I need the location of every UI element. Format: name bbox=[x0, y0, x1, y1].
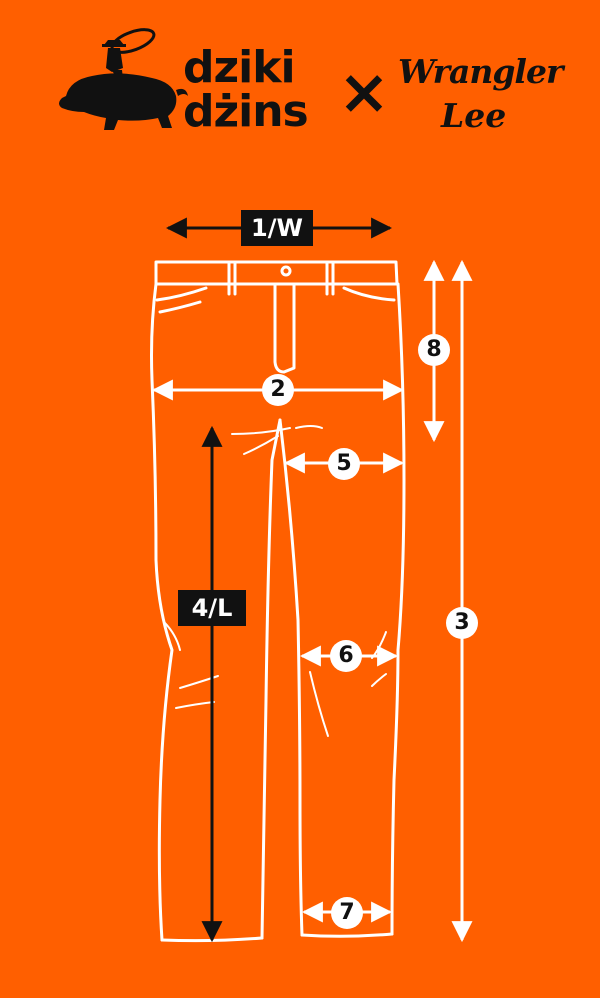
hip-label: 2 bbox=[262, 374, 294, 406]
brand-name-line1: dziki bbox=[183, 42, 296, 93]
rise-label: 8 bbox=[418, 334, 450, 366]
inseam-label: 4/L bbox=[178, 590, 246, 626]
hem-label: 7 bbox=[331, 897, 363, 929]
length-label: 3 bbox=[446, 607, 478, 639]
partner-logo-lee: Lee bbox=[441, 96, 507, 135]
waist-label: 1/W bbox=[241, 210, 313, 246]
collaboration-separator: × bbox=[338, 55, 390, 128]
jeans-outline bbox=[150, 260, 406, 943]
brand-name-line2: dżins bbox=[183, 86, 309, 137]
cowboy-riding-boar-icon bbox=[59, 28, 188, 130]
knee-label: 6 bbox=[330, 640, 362, 672]
thigh-label: 5 bbox=[328, 448, 360, 480]
partner-logo-wrangler: Wrangler bbox=[398, 52, 563, 91]
